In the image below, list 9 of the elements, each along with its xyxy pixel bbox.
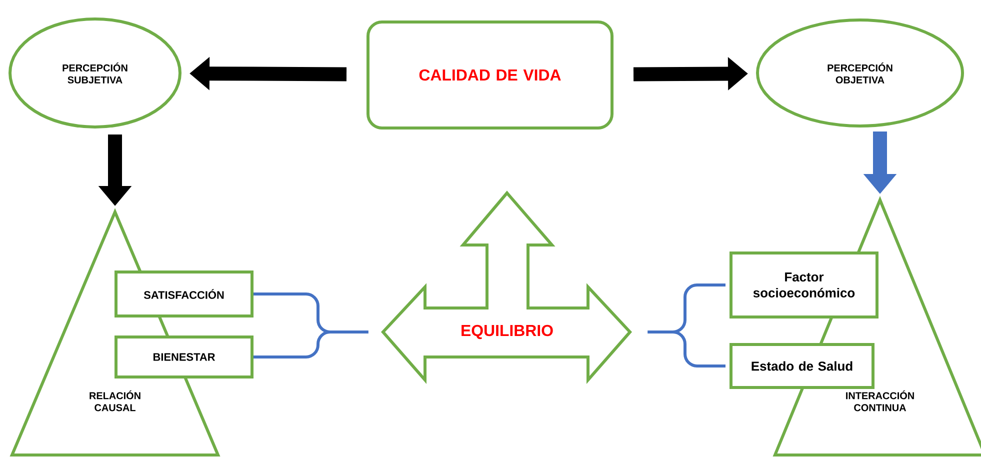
text-box: Factor socioeconómico [730, 252, 878, 318]
ellipse-node: PERCEPCIÓN SUBJETIVA [8, 18, 182, 128]
text-box: Estado de Salud [730, 343, 874, 389]
text-box: BIENESTAR [114, 336, 254, 378]
text-box: SATISFACCIÓN [114, 270, 254, 318]
bracket-connector [254, 330, 368, 358]
rounded-box: CALIDAD DE VIDA [366, 20, 614, 130]
ellipse-node: PERCEPCIÓN OBJETIVA [756, 18, 964, 128]
bracket-connector [648, 330, 726, 368]
